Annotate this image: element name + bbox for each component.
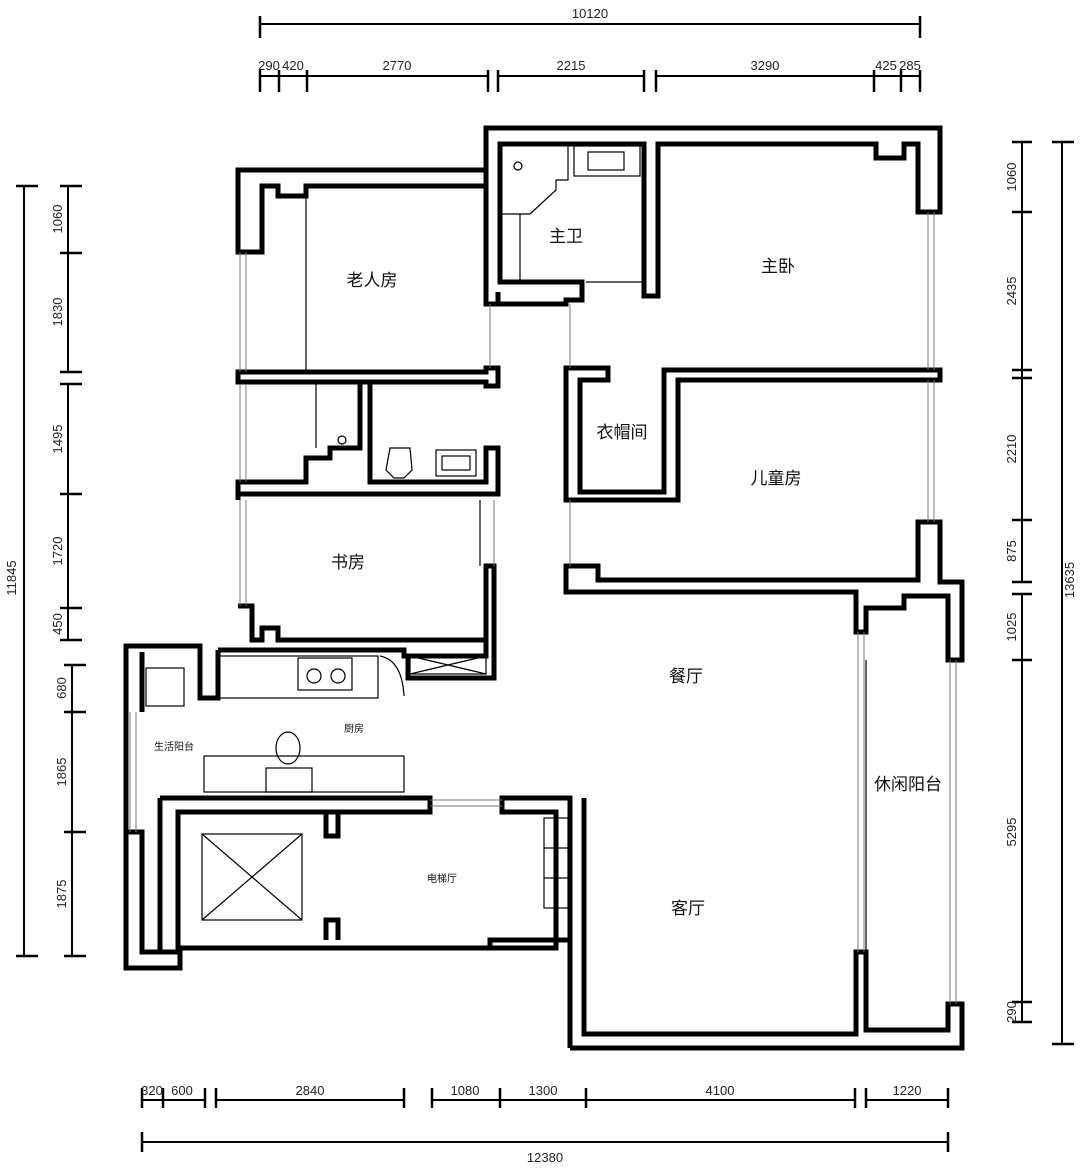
dim-left-seg-4: 1720: [50, 537, 65, 566]
dim-right-seg-6: 5295: [1004, 818, 1019, 847]
dim-left-total: 11845: [4, 184, 38, 958]
dim-left-seg-8: 1875: [54, 880, 69, 909]
dim-top-seg-4: 2215: [557, 58, 586, 73]
dim-top-seg-1: 290: [258, 58, 280, 73]
room-label-master-bath: 主卫: [549, 227, 583, 247]
dim-right-seg-3: 2210: [1004, 435, 1019, 464]
elevator-shaft: [201, 833, 303, 921]
room-labels: 老人房 主卫 主卧 衣帽间 儿童房 书房 餐厅 厨房 生活阳台 休闲阳台 电梯厅…: [154, 227, 942, 919]
fixtures: [145, 144, 867, 1030]
shower-icon: [513, 161, 523, 171]
dim-bottom-seg-5: 1300: [529, 1083, 558, 1098]
dim-top-seg-5: 3290: [751, 58, 780, 73]
dim-left-seg-3: 1495: [50, 425, 65, 454]
washer-icon: [145, 667, 185, 707]
stove-icon: [297, 657, 353, 691]
dim-right-seg-4: 875: [1004, 540, 1019, 562]
room-label-service-balcony: 生活阳台: [154, 740, 194, 753]
dim-bottom-seg-4: 1080: [451, 1083, 480, 1098]
dim-top-seg-6: 425: [875, 58, 897, 73]
dim-bottom-segments: 320 600 2840 1080 1300 4100 1220: [140, 1083, 950, 1108]
dim-left-seg-5: 450: [50, 613, 65, 635]
windows: [129, 212, 957, 1004]
dim-top-seg-3: 2770: [383, 58, 412, 73]
dim-right-total: 13635: [1052, 140, 1077, 1046]
dim-right-seg-2: 2435: [1004, 277, 1019, 306]
dim-top-seg-7: 285: [899, 58, 921, 73]
dim-bottom-seg-3: 2840: [296, 1083, 325, 1098]
sink-icon: [435, 449, 477, 477]
room-label-kids-room: 儿童房: [751, 469, 802, 489]
dim-bottom-seg-2: 600: [171, 1083, 193, 1098]
sink-icon: [265, 767, 313, 793]
room-label-cloakroom: 衣帽间: [597, 423, 648, 443]
dim-top-total-label: 10120: [572, 6, 608, 21]
walls: [123, 125, 965, 1051]
dim-left-total-label: 11845: [4, 560, 19, 595]
dim-left-segments: 1060 1830 1495 1720 450 680 1865 1875: [50, 184, 86, 958]
room-label-kitchen: 厨房: [344, 722, 364, 735]
room-label-master-bedroom: 主卧: [761, 257, 795, 277]
dim-left-seg-1: 1060: [50, 205, 65, 234]
dim-right-total-label: 13635: [1062, 562, 1077, 598]
dim-bottom-seg-6: 4100: [706, 1083, 735, 1098]
dim-left-seg-6: 680: [54, 677, 69, 699]
dim-right-seg-5: 1025: [1004, 613, 1019, 642]
room-label-leisure-balcony: 休闲阳台: [874, 775, 942, 795]
door-swing: [379, 655, 405, 697]
room-label-elder-room: 老人房: [347, 271, 398, 291]
dim-top-seg-2: 420: [282, 58, 304, 73]
dim-right-seg-7: 290: [1004, 1001, 1019, 1023]
dim-bottom-total-label: 12380: [527, 1150, 563, 1165]
dim-top-total: 10120: [258, 6, 922, 38]
room-label-living: 客厅: [671, 899, 705, 919]
dim-bottom-total: 12380: [140, 1132, 950, 1165]
room-label-study: 书房: [331, 553, 365, 573]
dim-left-seg-7: 1865: [54, 758, 69, 787]
person-icon: [275, 731, 301, 765]
dim-bottom-seg-1: 320: [141, 1083, 163, 1098]
dim-right-segments: 1060 2435 2210 875 1025 5295 290: [1004, 140, 1032, 1024]
dim-left-seg-2: 1830: [50, 298, 65, 327]
room-label-dining: 餐厅: [669, 667, 703, 687]
dim-right-seg-1: 1060: [1004, 163, 1019, 192]
toilet-icon: [385, 447, 413, 479]
dim-bottom-seg-7: 1220: [893, 1083, 922, 1098]
shower-icon: [337, 435, 347, 445]
dim-top-segments: 290 420 2770 2215 3290 425 285: [258, 58, 922, 92]
room-label-elevator-hall: 电梯厅: [427, 872, 457, 885]
